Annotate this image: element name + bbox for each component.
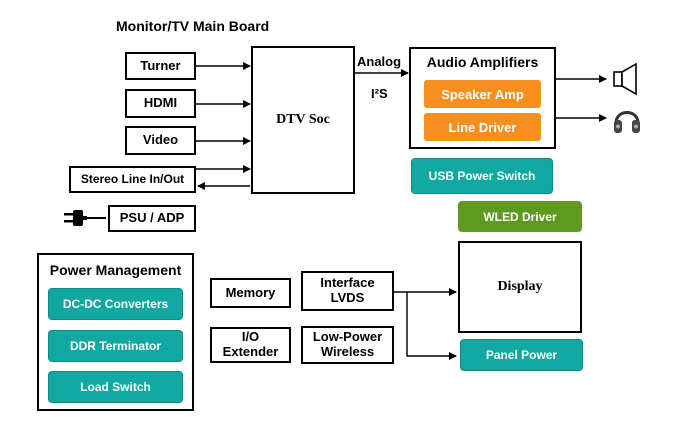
arrow-lvds-panel [406, 292, 457, 360]
page-title: Monitor/TV Main Board [116, 18, 270, 34]
panel-power-box: Panel Power [460, 339, 583, 371]
headphones-icon [614, 111, 640, 133]
dtv-soc-box: DTV Soc [251, 46, 355, 194]
ddr-terminator-box: DDR Terminator [48, 330, 183, 362]
display-box: Display [458, 241, 582, 333]
low-power-wireless-line2: Wireless [320, 344, 375, 359]
io-extender-line2: Extender [222, 344, 279, 359]
interface-lvds-line2: LVDS [330, 290, 365, 305]
audio-amplifiers-group: Audio Amplifiers Speaker Amp Line Driver [409, 47, 556, 149]
low-power-wireless-box: Low-Power Wireless [301, 326, 394, 364]
stereo-line-box: Stereo Line In/Out [69, 166, 196, 193]
turner-box: Turner [125, 52, 196, 80]
interface-lvds-box: Interface LVDS [301, 271, 394, 311]
interface-lvds-line1: Interface [320, 275, 375, 291]
low-power-wireless-line1: Low-Power [312, 329, 383, 345]
i2s-label: I²S [371, 86, 388, 101]
wled-driver-box: WLED Driver [458, 201, 582, 232]
power-plug-icon [64, 210, 106, 226]
speaker-amp-box: Speaker Amp [424, 80, 541, 108]
audio-amplifiers-title: Audio Amplifiers [426, 54, 539, 70]
io-extender-line1: I/O [241, 329, 260, 345]
video-box: Video [125, 126, 196, 155]
power-management-group: Power Management DC-DC Converters DDR Te… [37, 253, 194, 411]
power-management-title: Power Management [49, 262, 182, 278]
memory-box: Memory [210, 278, 291, 308]
hdmi-box: HDMI [125, 89, 196, 118]
dcdc-converters-box: DC-DC Converters [48, 288, 183, 320]
speaker-icon [613, 62, 637, 96]
usb-power-switch-box: USB Power Switch [411, 158, 553, 194]
load-switch-box: Load Switch [48, 371, 183, 403]
analog-label: Analog [357, 54, 402, 69]
line-driver-box: Line Driver [424, 113, 541, 141]
psu-adp-box: PSU / ADP [108, 205, 196, 232]
io-extender-box: I/O Extender [210, 327, 291, 363]
